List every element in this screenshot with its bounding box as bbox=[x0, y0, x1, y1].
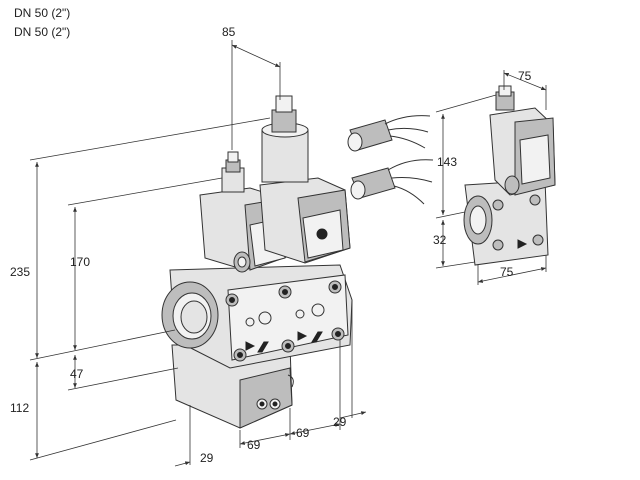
dim-label-75-top: 75 bbox=[518, 69, 532, 83]
dim-label-29-right: 29 bbox=[333, 415, 347, 429]
dim-label-143: 143 bbox=[437, 155, 457, 169]
dim-label-69-a: 69 bbox=[247, 438, 261, 452]
dim-label-75-bottom: 75 bbox=[500, 265, 514, 279]
connector-plugs bbox=[347, 115, 434, 205]
dim-label-47: 47 bbox=[70, 367, 84, 381]
dim-label-112: 112 bbox=[10, 401, 29, 415]
title-line-2: DN 50 (2") bbox=[14, 25, 71, 39]
dim-label-85: 85 bbox=[222, 25, 236, 39]
dimension-lines bbox=[29, 40, 547, 467]
dim-label-170: 170 bbox=[70, 255, 90, 269]
small-valve bbox=[463, 85, 556, 266]
title-line-1: DN 50 (2") bbox=[14, 6, 71, 20]
screws bbox=[225, 280, 345, 362]
dim-label-69-b: 69 bbox=[296, 426, 310, 440]
dim-label-29-left: 29 bbox=[200, 451, 214, 465]
dim-label-235: 235 bbox=[10, 265, 30, 279]
main-valve-assembly bbox=[161, 95, 353, 429]
dim-label-32: 32 bbox=[433, 233, 447, 247]
